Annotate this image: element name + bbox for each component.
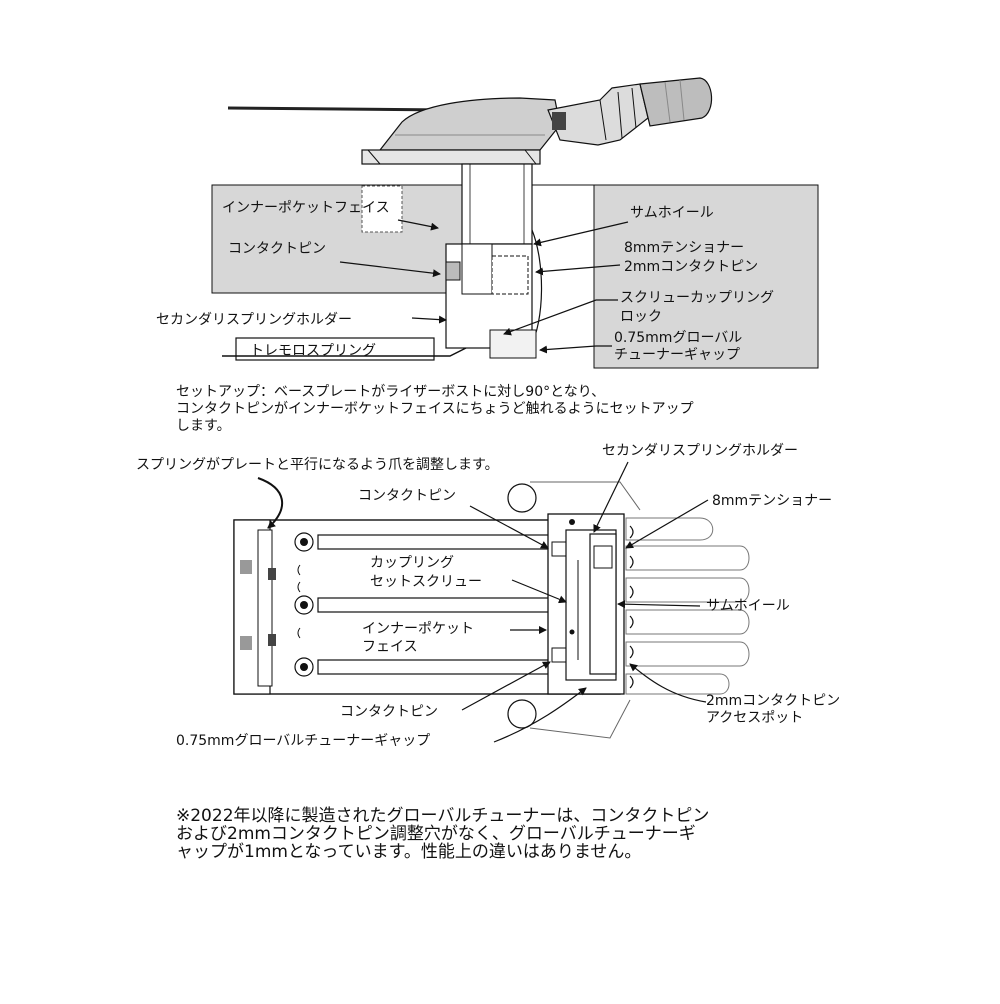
setup-text-line2: コンタクトピンがインナーボケットフェイスにちょうど触れるようにセットアップ bbox=[176, 401, 694, 417]
bridge-saddle bbox=[378, 97, 561, 151]
label-coupling-1: カップリング bbox=[370, 555, 454, 571]
top-side-view: インナーポケットフェイス コンタクトピン セカンダリスプリングホルダー トレモロ… bbox=[156, 77, 819, 369]
label-screw-coupling-1: スクリューカップリング bbox=[620, 290, 774, 306]
label-gap-2: チューナーギャップ bbox=[614, 347, 740, 363]
tremolo-spring-rect bbox=[235, 337, 435, 361]
label-thumb-wheel-bottom: サムホイール bbox=[706, 598, 790, 614]
label-inner-pocket-face: インナーポケットフェイス bbox=[222, 200, 390, 216]
footnote-line2: および2mmコンタクトピン調整穴がなく、グローバルチューナーギ bbox=[176, 824, 696, 844]
arrow-gap bbox=[539, 345, 612, 354]
arrow-contact-pin bbox=[339, 261, 441, 278]
label-access-2: アクセスポット bbox=[706, 710, 803, 726]
arrow-secondary-holder bbox=[593, 461, 629, 533]
tuner-row bbox=[625, 517, 750, 695]
arrow-inner-pocket bbox=[397, 219, 439, 231]
riser-post bbox=[461, 163, 533, 245]
label-coupling-2: セットスクリュー bbox=[370, 574, 482, 590]
label-spring-instruction: スプリングがプレートと平行になるよう爪を調整します。 bbox=[136, 457, 499, 473]
label-tensioner-8mm: 8mmテンショナー bbox=[624, 240, 744, 256]
arrow-thumb-wheel-bottom bbox=[617, 600, 701, 609]
label-contact-pin-top-bottom: コンタクトピン bbox=[358, 488, 456, 504]
footnote-line3: ャップが1mmとなっています。性能上の違いはありません。 bbox=[176, 842, 642, 862]
arrow-screw-coupling bbox=[503, 299, 618, 336]
arrow-coupling bbox=[511, 579, 567, 604]
label-gap-1: 0.75mmグローバル bbox=[614, 330, 742, 346]
footnote-line1: ※2022年以降に製造されたグローバルチューナーは、コンタクトピン bbox=[176, 806, 710, 826]
label-inner-pocket-1: インナーポケット bbox=[362, 621, 474, 637]
label-access-1: 2mmコンタクトピン bbox=[706, 693, 840, 709]
arrow-spring-instruction bbox=[257, 477, 284, 529]
base-plate bbox=[361, 149, 541, 165]
label-secondary-spring-holder-bottom: セカンダリスプリングホルダー bbox=[602, 443, 798, 459]
guitar-body-left bbox=[211, 184, 463, 294]
label-tremolo-spring: トレモロスプリング bbox=[250, 343, 376, 359]
label-tensioner-8mm-bottom: 8mmテンショナー bbox=[712, 493, 832, 509]
riser-post-bottom bbox=[507, 699, 537, 729]
label-contact-pin-bottom: コンタクトピン bbox=[340, 704, 438, 720]
arrow-contact-pin-top bbox=[469, 505, 549, 549]
arrow-access-pot bbox=[629, 663, 707, 703]
spring-3 bbox=[294, 657, 555, 677]
string-line bbox=[227, 106, 451, 112]
inner-pocket-dashed bbox=[361, 185, 403, 233]
riser-post-top bbox=[507, 483, 537, 513]
arrow-tensioner bbox=[535, 264, 621, 276]
arrow-contact-pin-bottom bbox=[461, 661, 551, 711]
arrow-gap-bottom bbox=[493, 687, 587, 743]
arrow-spring-holder bbox=[411, 315, 447, 324]
guitar-body-right bbox=[593, 184, 819, 369]
arrow-tensioner-bottom bbox=[625, 499, 709, 549]
spring-2 bbox=[294, 595, 555, 615]
setup-text-line1: セットアップ：ベースプレートがライザーボストに対し90°となり、 bbox=[176, 384, 605, 400]
label-contact-pin-2mm: 2mmコンタクトピン bbox=[624, 259, 758, 275]
spring-1 bbox=[294, 532, 555, 552]
label-secondary-spring-holder: セカンダリスプリングホルダー bbox=[156, 312, 352, 328]
setup-text-line3: します。 bbox=[176, 418, 231, 434]
label-gap-bottom: 0.75mmグローバルチューナーギャップ bbox=[176, 733, 430, 749]
arrow-thumb-wheel bbox=[533, 221, 629, 247]
label-thumb-wheel: サムホイール bbox=[630, 205, 714, 221]
label-screw-coupling-2: ロック bbox=[620, 309, 662, 325]
label-inner-pocket-2: フェイス bbox=[362, 639, 418, 655]
bottom-top-view: スプリングがプレートと平行になるよう爪を調整します。 セカンダリスプリングホルダ… bbox=[136, 443, 840, 749]
contact-pin-top bbox=[445, 261, 461, 281]
tuner-knob bbox=[639, 77, 713, 127]
label-contact-pin: コンタクトピン bbox=[228, 241, 326, 257]
